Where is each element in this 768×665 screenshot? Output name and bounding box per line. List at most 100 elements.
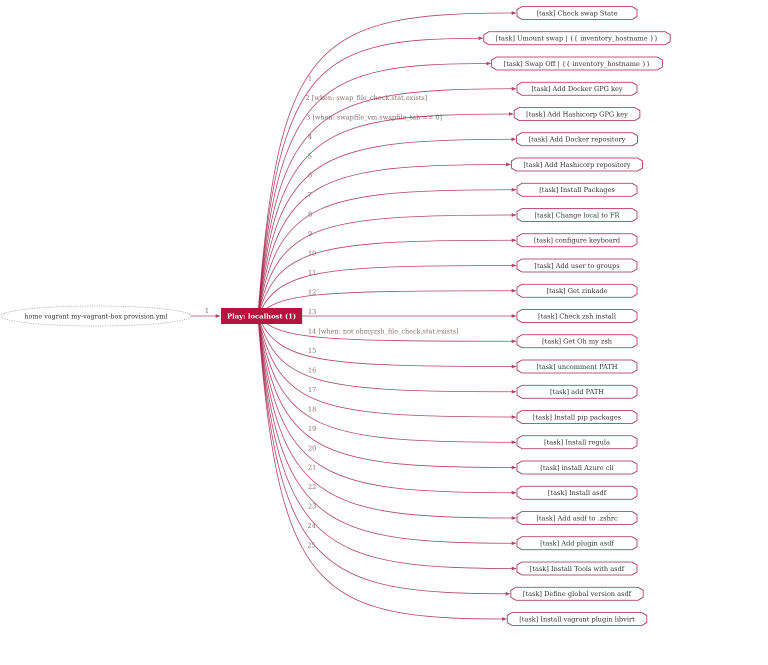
task-25-edge-label: 25 — [307, 542, 315, 550]
task-5-node[interactable]: [task] Add Hashicorp GPG key — [513, 107, 641, 121]
task-9-shape — [516, 208, 638, 222]
task-15-node[interactable]: [task] uncomment PATH — [516, 359, 638, 374]
play-node[interactable]: Play: localhost (1) — [221, 308, 303, 324]
task-18-edge — [257, 315, 517, 445]
task-12-node[interactable]: [task] Get zinkade — [516, 283, 638, 298]
playbook-node[interactable]: home vagrant my-vagrant-box provision.ym… — [0, 305, 192, 327]
task-24-node[interactable]: [task] Define global version asdf — [510, 586, 644, 601]
task-21-edge — [257, 315, 517, 520]
task-2-node[interactable]: [task] Umount swap | {{ inventory_hostna… — [483, 31, 671, 46]
task-16-label: [task] add PATH — [550, 388, 604, 396]
task-24-label: [task] Define global version asdf — [523, 590, 632, 598]
task-4-edge — [257, 86, 517, 317]
task-22-node[interactable]: [task] Add plugin asdf — [516, 536, 638, 551]
task-1-node[interactable]: [task] Check swap State — [516, 6, 638, 20]
task-24-edge — [257, 315, 511, 596]
task-22-edge-label: 22 — [308, 483, 316, 491]
task-23-edge — [257, 315, 517, 571]
task-16-node[interactable]: [task] add PATH — [516, 384, 638, 399]
task-14-node[interactable]: [task] Get Oh my zsh — [516, 334, 638, 349]
task-17-label: [task] Install pip packages — [533, 413, 622, 421]
task-21-edge-label: 21 — [308, 464, 316, 472]
task-10-label: [task] configure keyboard — [534, 237, 621, 245]
task-5-edge-label: 5 — [308, 152, 312, 160]
task-9-edge — [257, 213, 517, 317]
task-2-shape — [483, 31, 671, 46]
task-6-node[interactable]: [task] Add Docker repository — [516, 132, 638, 147]
play-node-shape — [221, 308, 303, 324]
task-25-node[interactable]: [task] Install vagrant plugin libvirt — [506, 612, 648, 626]
task-8-shape — [516, 182, 638, 197]
task-10-node[interactable]: [task] configure keyboard — [516, 233, 638, 248]
task-14-label: [task] Get Oh my zsh — [542, 338, 613, 346]
task-1-edge-label: 1 — [308, 74, 312, 82]
task-13-node[interactable]: [task] Check zsh install — [516, 309, 638, 323]
task-9-edge-label: 9 — [308, 230, 312, 238]
task-8-edge-label: 8 — [308, 211, 312, 219]
task-19-edge-label: 19 — [308, 425, 316, 433]
task-7-shape — [510, 157, 644, 172]
task-3-label: [task] Swap Off | {{ inventory_hostname … — [504, 60, 651, 68]
task-2-edge-label: 2 [when: swap_file_check.stat.exists] — [306, 94, 428, 102]
task-21-node[interactable]: [task] Add asdf to .zshrc — [516, 511, 638, 525]
task-11-shape — [516, 258, 638, 273]
task-23-label: [task] Install Tools with asdf — [530, 565, 625, 573]
task-13-shape — [516, 309, 638, 323]
task-14-edge-label: 14 [when: not ohmyzsh_file_check.stat.ex… — [308, 327, 459, 335]
task-8-label: [task] Install Packages — [539, 186, 615, 194]
task-15-label: [task] uncomment PATH — [536, 363, 617, 371]
task-18-shape — [516, 435, 638, 450]
tasks-layer: [task] Check swap State [task] Umount swa… — [483, 6, 671, 626]
task-16-edge — [257, 315, 517, 394]
task-17-node[interactable]: [task] Install pip packages — [516, 410, 638, 424]
task-20-node[interactable]: [task] Install asdf — [516, 485, 638, 500]
task-3-edge-label: 3 [when: swapfile_vm.swapfile_tab == 0] — [306, 113, 442, 121]
task-20-label: [task] Install asdf — [548, 489, 607, 497]
playbook-node-label: home vagrant my-vagrant-box provision.ym… — [24, 313, 167, 321]
task-10-edge — [257, 238, 517, 317]
task-23-edge-label: 23 — [308, 503, 316, 511]
task-22-edge — [257, 315, 517, 546]
task-1-label: [task] Check swap State — [536, 9, 617, 17]
task-7-label: [task] Add Hashicorp repository — [523, 161, 631, 169]
task-19-node[interactable]: [task] install Azure cli — [516, 460, 638, 475]
task-8-node[interactable]: [task] Install Packages — [516, 182, 638, 197]
task-15-edge — [257, 315, 517, 369]
task-11-node[interactable]: [task] Add user to groups — [516, 258, 638, 273]
play-node-label: Play: localhost (1) — [227, 313, 296, 321]
task-16-edge-label: 16 — [308, 366, 316, 374]
task-21-shape — [516, 511, 638, 525]
task-3-shape — [491, 56, 663, 71]
task-8-edge — [257, 187, 517, 317]
task-7-node[interactable]: [task] Add Hashicorp repository — [510, 157, 644, 172]
task-4-edge-label: 4 — [308, 133, 312, 141]
task-25-shape — [506, 612, 648, 626]
task-12-shape — [516, 283, 638, 298]
task-5-label: [task] Add Hashicorp GPG key — [526, 110, 628, 118]
task-10-shape — [516, 233, 638, 248]
task-18-node[interactable]: [task] Install regula — [516, 435, 638, 450]
playbook-to-play-edge: 1 — [191, 307, 221, 318]
task-17-shape — [516, 410, 638, 424]
task-3-node[interactable]: [task] Swap Off | {{ inventory_hostname … — [491, 56, 663, 71]
task-5-edge — [257, 112, 514, 317]
task-11-edge-label: 11 — [308, 269, 316, 277]
task-14-shape — [516, 334, 638, 349]
task-10-edge-label: 10 — [308, 250, 316, 258]
task-25-label: [task] Install vagrant plugin libvirt — [519, 615, 635, 623]
task-6-edge — [257, 137, 517, 317]
task-6-label: [task] Add Docker repository — [529, 136, 626, 144]
playbook-to-play-edge-label: 1 — [205, 307, 209, 315]
task-12-edge-label: 12 — [308, 289, 316, 297]
task-6-shape — [516, 132, 638, 147]
task-4-node[interactable]: [task] Add Docker GPG key — [516, 81, 638, 96]
task-23-node[interactable]: [task] Install Tools with asdf — [516, 561, 638, 576]
task-15-shape — [516, 359, 638, 374]
task-16-shape — [516, 384, 638, 399]
task-9-node[interactable]: [task] Change local to FR — [516, 208, 638, 222]
task-15-edge-label: 15 — [308, 347, 316, 355]
task-11-edge — [257, 263, 517, 317]
task-4-shape — [516, 81, 638, 96]
